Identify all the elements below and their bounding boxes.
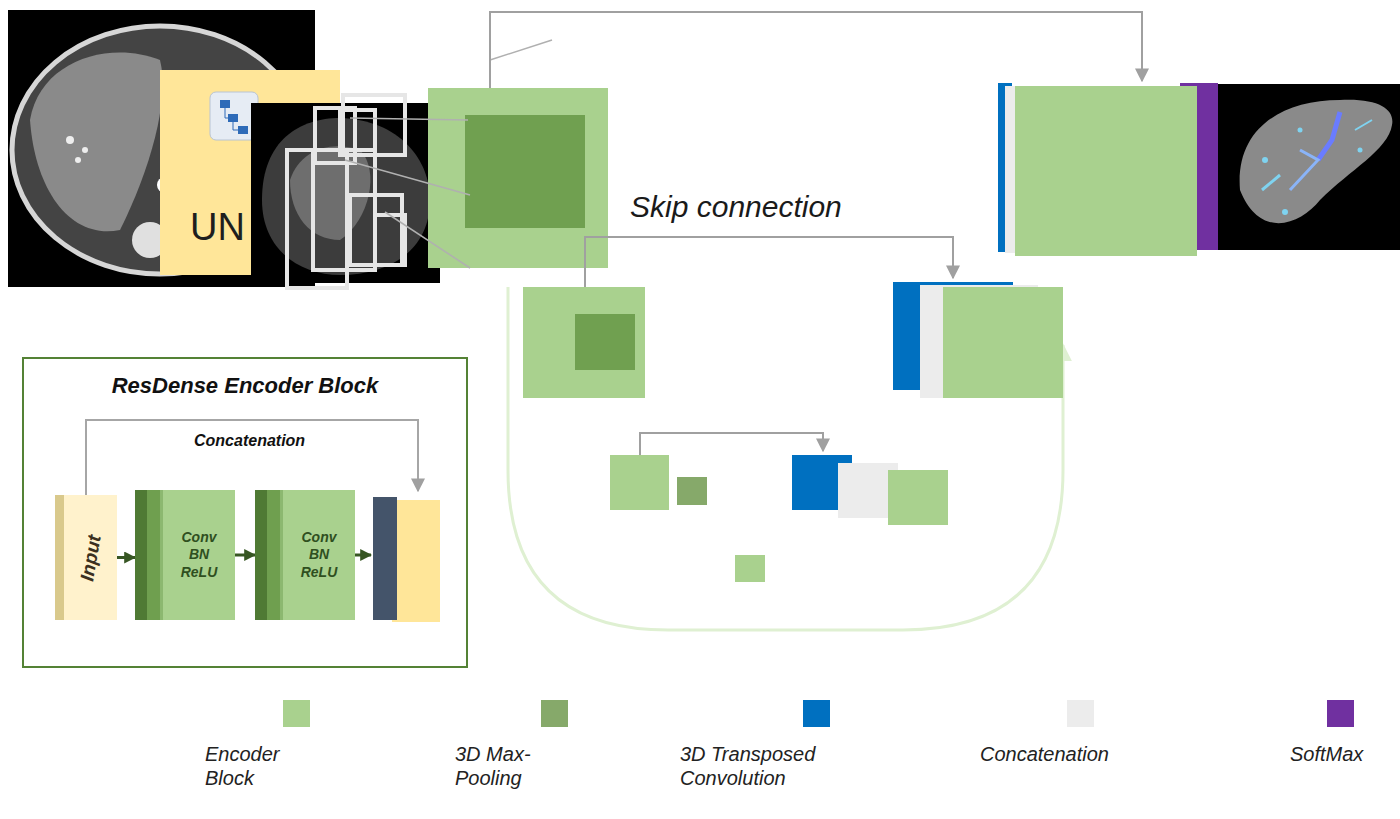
inset-decoration-part — [392, 500, 440, 622]
decoder-blocks — [792, 83, 1218, 525]
liver-vessel-output-part — [1355, 120, 1372, 130]
liver-vessel-output-part — [1298, 128, 1303, 133]
legend-swatch — [803, 700, 830, 727]
concatenation-label: Concatenation — [194, 431, 305, 450]
unet-card-part — [210, 92, 258, 140]
node-text: Conv BN ReLU — [297, 529, 341, 582]
skip-connection-label: Skip connection — [628, 190, 844, 225]
conv-front-slab: Conv BN ReLU — [160, 490, 235, 620]
flow-arrow — [117, 556, 135, 559]
legend-swatch — [283, 700, 310, 727]
u-path-arc-part — [508, 287, 1063, 630]
patch-leader-lines-part — [350, 118, 468, 120]
decoder-blocks-part — [943, 287, 1063, 398]
unet-card-part — [228, 114, 238, 122]
encoder-blocks-part — [735, 555, 765, 582]
node-text: ResDense Encoder Block — [24, 373, 466, 398]
legend-text: Encoder Block — [205, 742, 315, 790]
patch-grid — [287, 95, 405, 288]
decoder-blocks-part — [1015, 86, 1197, 256]
liver-vessel-output-part — [1318, 112, 1340, 160]
unet-card-part — [225, 108, 238, 130]
patch-grid-part — [313, 150, 375, 270]
legend-swatch — [1067, 700, 1094, 727]
patch-grid-part — [287, 150, 347, 288]
liver-vessel-output-part — [1218, 84, 1400, 250]
flow-arrow — [235, 554, 255, 557]
encoder-blocks-part — [465, 115, 585, 228]
legend-swatch — [1327, 700, 1354, 727]
liver-vessel-output-part — [1290, 150, 1318, 190]
encoder-blocks-part — [677, 477, 707, 505]
patch-leader-lines-part — [345, 160, 470, 195]
legend-text: Concatenation — [980, 742, 1109, 766]
ct-scan-image-part — [30, 53, 163, 232]
encoder-blocks-part — [610, 455, 669, 510]
ct-scan-image-part — [82, 147, 88, 153]
legend-text: 3D Transposed Convolution — [680, 742, 845, 790]
encoder-block-inset: ResDense Encoder BlockInput Conv BN ReLU C… — [22, 357, 468, 668]
patch-leader-lines-part — [490, 40, 552, 60]
unet-card-part — [238, 126, 248, 134]
encoder-blocks-part — [575, 314, 635, 370]
encoder-blocks-part — [428, 88, 608, 268]
liver-vessel-output-part — [1240, 100, 1393, 223]
node-text: Input — [76, 533, 106, 583]
decoder-blocks-part — [888, 470, 948, 525]
ct-scan-image-part — [66, 136, 74, 144]
unet-box: UN — [160, 70, 250, 275]
patch-grid-part — [340, 110, 375, 155]
unet-card-part — [220, 100, 230, 108]
inset-decoration-part — [355, 554, 371, 557]
skip-connection-arrows-part — [585, 237, 953, 287]
node-text: Conv BN ReLU — [177, 529, 221, 582]
legend-text: SoftMax — [1290, 742, 1363, 766]
skip-connection-arrows-part — [640, 433, 823, 455]
conv-bn-relu-slab: Conv BN ReLU — [135, 490, 235, 620]
encoder-blocks-part — [523, 287, 645, 398]
liver-vessel-output — [1218, 84, 1400, 250]
node-text: UN — [190, 207, 245, 249]
conv-bn-relu-slab: Conv BN ReLU — [255, 490, 355, 620]
inset-decoration-part — [373, 497, 397, 620]
patch-leader-lines — [345, 40, 552, 268]
inset-decoration — [86, 420, 440, 622]
input-slab: Input — [55, 495, 117, 620]
encoder-blocks — [428, 88, 765, 582]
liver-vessel-output-part — [1262, 157, 1268, 163]
u-path-arc — [508, 287, 1063, 630]
legend-text: 3D Max-Pooling — [455, 742, 555, 790]
ct-scan-image-part — [75, 157, 81, 163]
liver-vessel-output-part — [1358, 148, 1363, 153]
conv-front-slab: Conv BN ReLU — [280, 490, 355, 620]
patch-leader-lines-part — [385, 212, 470, 268]
liver-vessel-output-part — [1262, 175, 1280, 190]
inset-decoration-part — [86, 420, 418, 495]
skip-connection-arrows-part — [490, 12, 1142, 88]
liver-vessel-output-part — [1282, 209, 1288, 215]
legend-swatch — [541, 700, 568, 727]
